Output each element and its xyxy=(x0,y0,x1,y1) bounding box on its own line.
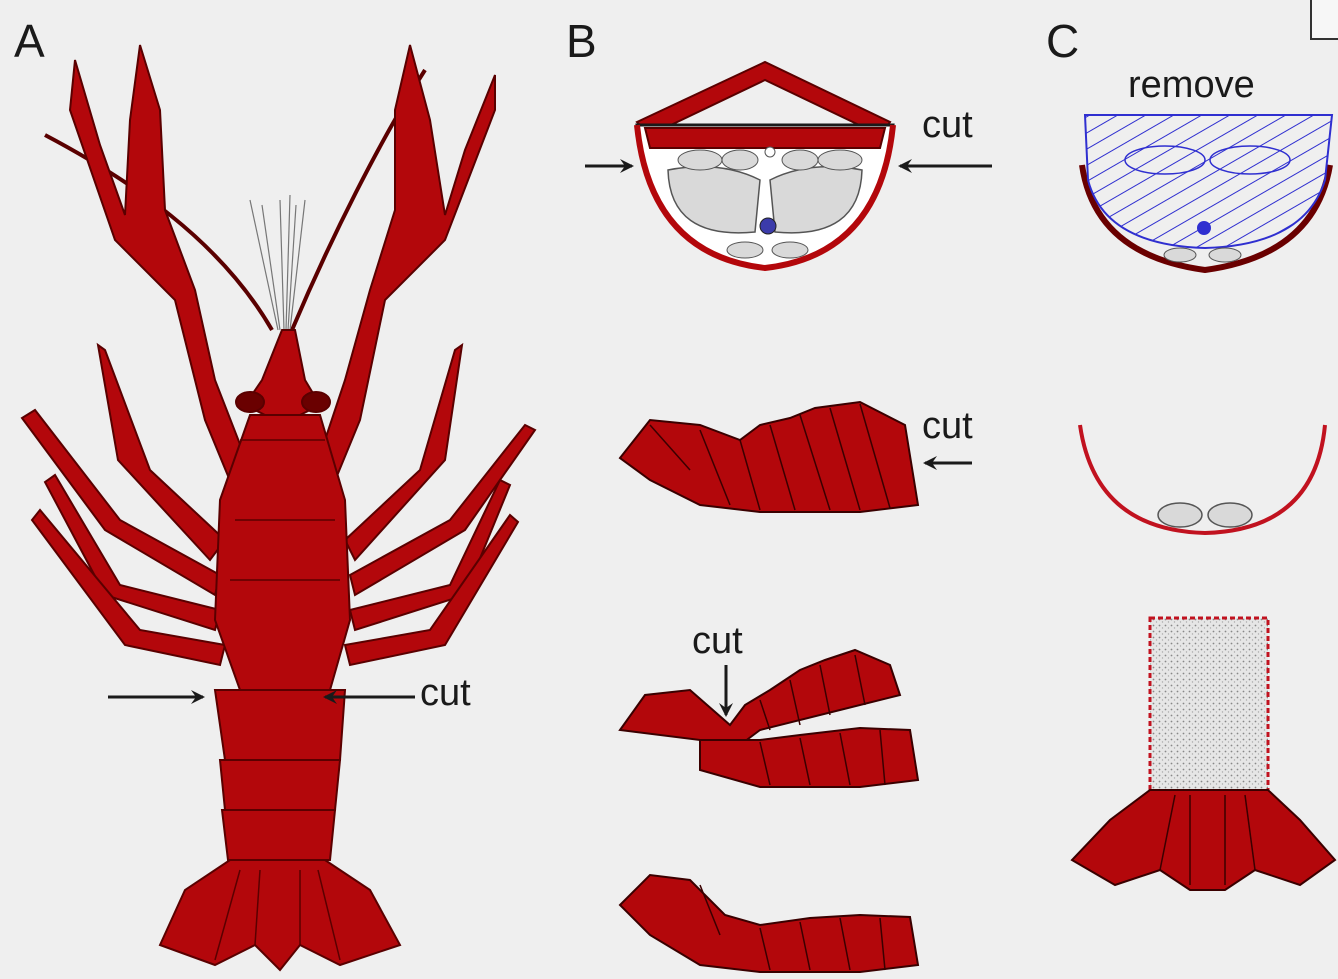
panel-letter-b: B xyxy=(566,14,597,68)
tail-side-view-3 xyxy=(620,875,918,972)
tail-side-view-2 xyxy=(620,650,918,787)
panel-letter-c: C xyxy=(1046,14,1079,68)
cut-label-b2: cut xyxy=(922,405,973,448)
opened-tail-c xyxy=(1072,618,1335,890)
tail-side-view-1 xyxy=(620,402,918,512)
crayfish-ventral-view xyxy=(22,45,535,970)
cut-label-b3: cut xyxy=(692,620,743,663)
cut-label-b1: cut xyxy=(922,104,973,147)
remove-label: remove xyxy=(1128,64,1255,107)
shell-remnant-c xyxy=(1080,425,1325,533)
cut-label-a: cut xyxy=(420,672,471,715)
cross-section-b xyxy=(637,62,893,268)
panel-letter-a: A xyxy=(14,14,45,68)
cross-section-remove-c xyxy=(1082,115,1332,270)
